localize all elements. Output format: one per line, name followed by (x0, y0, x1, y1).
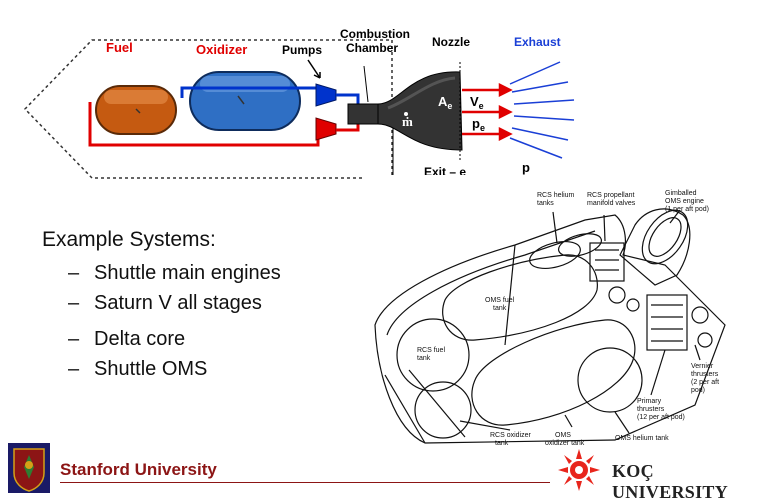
example-systems-heading: Example Systems: (42, 228, 216, 251)
list-item: –Saturn V all stages (68, 292, 262, 314)
list-item: –Delta core (68, 328, 186, 350)
rcs-fuel-tank (396, 318, 470, 392)
rocket-outline (23, 39, 393, 179)
koc-university-name: KOÇ UNIVERSITY (612, 461, 729, 502)
stanford-seal-logo (8, 443, 50, 493)
list-item: –Shuttle main engines (68, 262, 281, 284)
exhaust-label: Exhaust (514, 35, 561, 49)
list-item: –Shuttle OMS (68, 358, 208, 380)
fuel-label: Fuel (106, 40, 133, 55)
primary-thrusters (646, 294, 688, 351)
ambient-pressure-label: p (522, 160, 530, 175)
oms-fuel-tank (442, 254, 598, 341)
example-systems-list: –Shuttle main engines –Saturn V all stag… (42, 258, 281, 384)
rcs-oxidizer-tank (414, 381, 472, 439)
nozzle-label: Nozzle (432, 35, 470, 49)
ae-label: Ae (438, 94, 452, 111)
oms-engine-bell (619, 208, 691, 286)
manifold-valves (589, 242, 625, 282)
fuel-pump (315, 117, 337, 141)
example-systems: Example Systems: –Shuttle main engines –… (42, 228, 281, 384)
liquid-rocket-schematic: Fuel Oxidizer Pumps Combustion Chamber N… (0, 0, 590, 215)
mdot-label: ṁ (402, 114, 413, 129)
oms-helium-tank (577, 347, 643, 413)
oms-helium-label: OMS helium tank (615, 435, 669, 442)
nozzle (377, 71, 463, 151)
combustion-label-1: Combustion (340, 27, 410, 41)
combustion-chamber (347, 103, 379, 125)
stanford-university-name: Stanford University (60, 460, 217, 479)
oxidizer-pump (315, 83, 337, 107)
ve-label: Ve (470, 94, 484, 111)
footer-divider (60, 482, 550, 483)
pumps-label: Pumps (282, 43, 322, 57)
exhaust-plume (509, 61, 575, 159)
oxidizer-line (180, 86, 300, 98)
pe-label: pe (472, 116, 485, 133)
rcs-helium-tanks (529, 240, 581, 270)
oms-oxidizer-tank (471, 319, 636, 426)
oxidizer-label: Oxidizer (196, 42, 247, 57)
vernier-thrusters (691, 306, 709, 324)
koc-university-logo (558, 449, 600, 491)
combustion-label-2: Chamber (346, 41, 398, 55)
pod-shell (374, 214, 726, 444)
exhaust-arrows (462, 82, 513, 142)
